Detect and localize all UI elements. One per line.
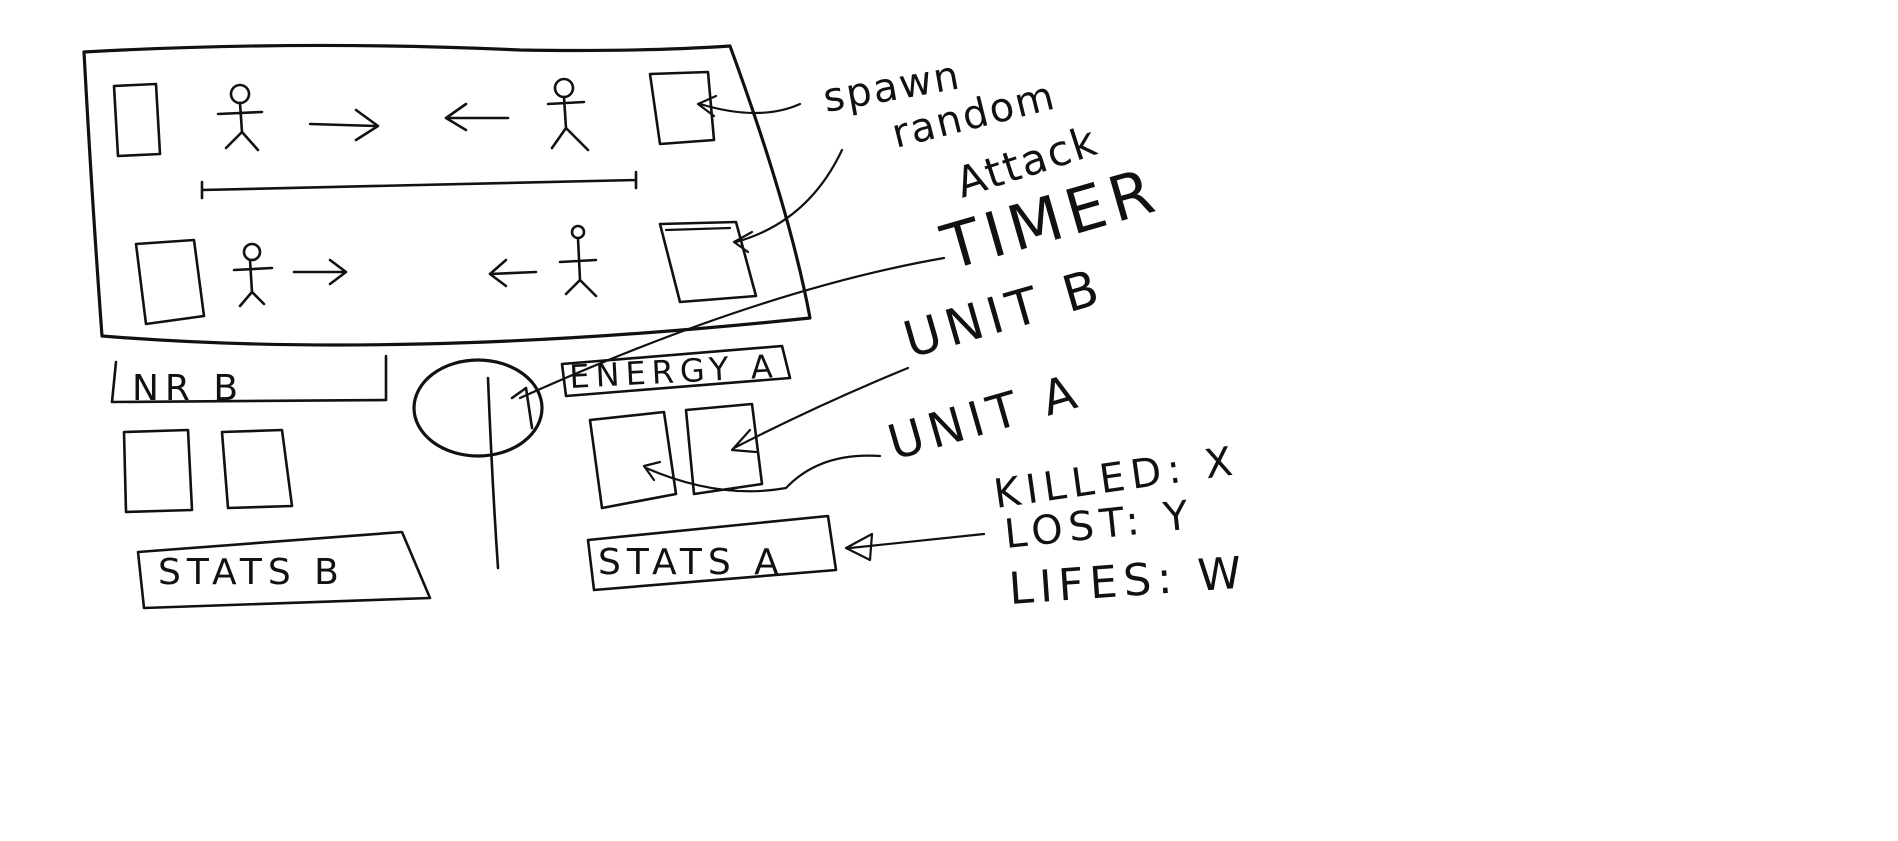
unit-slot-icon: [122, 428, 194, 514]
timer-clock-icon: [412, 358, 544, 458]
arrow-icon: [292, 258, 348, 286]
annotation-arrow-random-attack: [732, 148, 844, 254]
stats-legend: KILLED: X LOST: Y LIFES: W: [991, 438, 1249, 615]
unit-a-label: UNIT A: [882, 363, 1088, 472]
unit-b-label: UNIT B: [897, 257, 1111, 369]
nr-b-box: [110, 354, 388, 404]
unit-slot-icon: [684, 402, 764, 496]
stats-a-label: STATS A: [598, 542, 785, 583]
annotation-arrow-unit-a: [642, 454, 882, 493]
lifes-stat: LIFES: W: [1007, 547, 1249, 615]
nr-b-label: NR B: [132, 368, 244, 409]
arrow-icon: [444, 102, 510, 132]
stats-b-box: [136, 530, 432, 610]
unit-slots-b: [122, 428, 294, 514]
lane-top: [112, 70, 716, 200]
stats-a-box: [586, 514, 838, 592]
stick-figure-icon: [216, 83, 264, 152]
unit-slot-icon: [588, 410, 678, 510]
spawn-box-a-top: [648, 70, 716, 146]
annotation-arrow-unit-b: [730, 366, 910, 454]
stick-figure-icon: [232, 242, 274, 308]
center-divider-line: [486, 376, 500, 570]
unit-slots-a: [588, 402, 764, 510]
energy-a-box: [560, 344, 792, 398]
unit-slot-icon: [220, 428, 294, 510]
spawn-box-b-top: [112, 82, 162, 158]
annotation-arrow-stats-a: [844, 532, 986, 562]
timer-hand: [510, 386, 534, 430]
spawn-box-a-bottom-lid: [664, 226, 732, 232]
annotation-arrow-timer: [518, 256, 946, 400]
stats-b-label: STATS B: [158, 552, 345, 593]
spawn-box-a-bottom: [658, 220, 758, 304]
lane-distance-bar: [200, 170, 638, 200]
annotation-arrow-spawn: [696, 94, 802, 118]
battlefield-frame: [82, 43, 812, 347]
arrow-icon: [308, 108, 380, 142]
spawn-box-b-bottom: [134, 238, 206, 326]
stick-figure-icon: [558, 224, 598, 298]
energy-a-label: ENERGY A: [568, 347, 779, 396]
stick-figure-icon: [546, 77, 590, 152]
arrow-icon: [488, 258, 538, 288]
lane-bottom: [134, 220, 758, 326]
